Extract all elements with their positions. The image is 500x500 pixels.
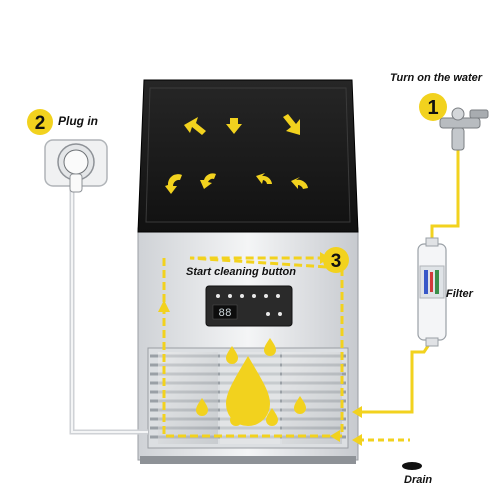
water-drop-icon (230, 408, 242, 426)
faucet-icon (439, 107, 489, 151)
step-1-number: 1 (427, 97, 438, 119)
arrow-icon (330, 430, 340, 442)
water-drop-icon (266, 408, 278, 426)
water-drop-icon (226, 346, 238, 364)
water-drop-icon (196, 398, 208, 416)
drain-label: Drain (404, 474, 433, 486)
drain-icon (402, 462, 422, 470)
panel-button[interactable] (252, 294, 256, 298)
arrow-icon (352, 434, 362, 446)
water-line (358, 150, 460, 442)
panel-button[interactable] (228, 294, 232, 298)
panel-display-readout: 88 (218, 308, 231, 320)
cleaning-loop (162, 256, 344, 438)
water-drops (196, 338, 306, 426)
step-1-label: Turn on the water (390, 72, 483, 84)
panel-button[interactable] (216, 294, 220, 298)
step-3-label: Start cleaning button (186, 266, 296, 278)
arrow-icon (352, 406, 362, 418)
lid-arrows (165, 114, 308, 194)
water-drop-icon (294, 396, 306, 414)
arrow-icon (226, 118, 242, 134)
step-2-number: 2 (35, 113, 46, 134)
panel-display (212, 304, 238, 320)
machine-base (140, 456, 356, 464)
panel-button[interactable] (266, 312, 270, 316)
water-drop-icon (226, 356, 270, 426)
filter-label: Filter (446, 288, 473, 300)
panel-buttons (216, 294, 282, 316)
panel-button[interactable] (276, 294, 280, 298)
machine-lid (137, 79, 359, 233)
power-cable (69, 190, 148, 435)
panel-button[interactable] (240, 294, 244, 298)
fan-right (282, 352, 342, 444)
arrow-icon (256, 173, 272, 184)
arrow-icon (283, 114, 300, 135)
panel-button[interactable] (278, 312, 282, 316)
step-3-number: 3 (331, 251, 342, 272)
filter-cartridge-icon (417, 237, 447, 347)
step-2-label: Plug in (58, 114, 98, 128)
arrow-icon (165, 174, 182, 194)
power-plug-icon (44, 139, 108, 193)
fan-left (158, 352, 218, 444)
panel-button[interactable] (264, 294, 268, 298)
arrow-icon (291, 177, 308, 189)
arrow-icon (158, 300, 170, 312)
arrow-icon (200, 173, 216, 189)
arrow-icon (184, 117, 206, 135)
lid-inner-edge (145, 87, 351, 223)
water-drop-icon (264, 338, 276, 356)
